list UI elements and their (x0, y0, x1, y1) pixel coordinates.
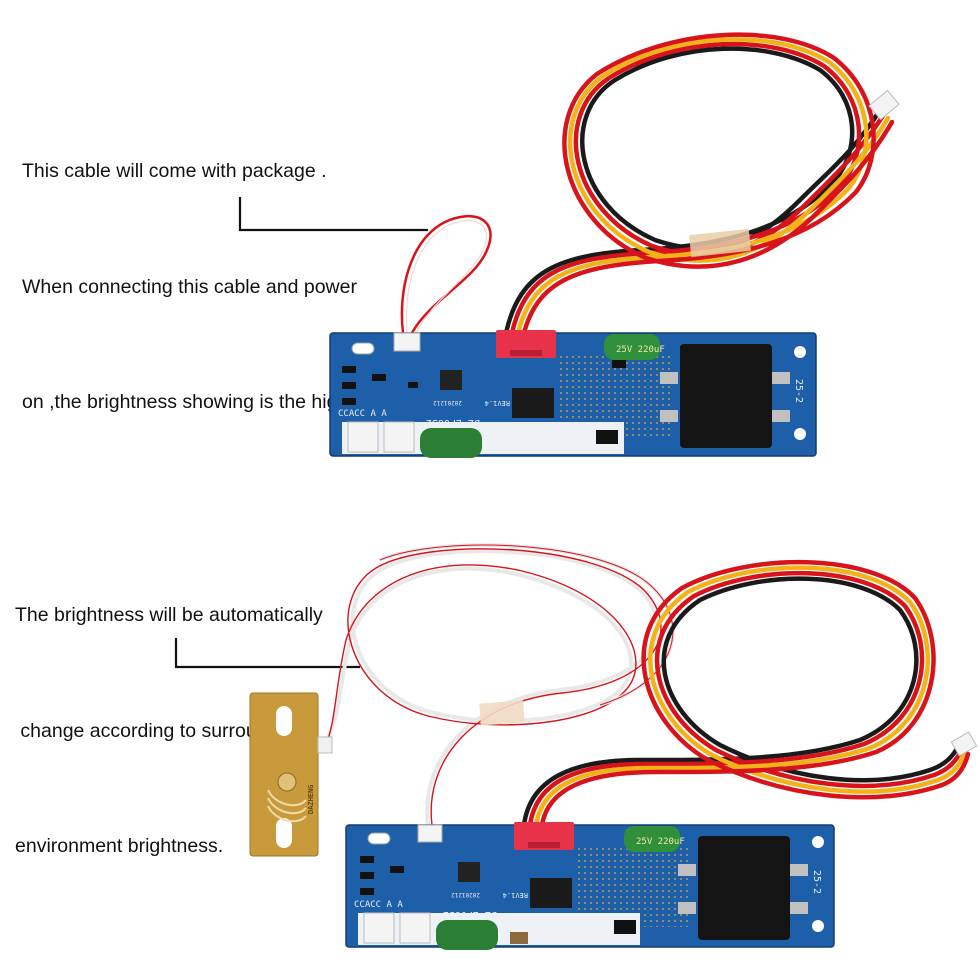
transformer-top (680, 344, 772, 448)
pad-labels-top: CCACC A A (338, 409, 387, 419)
wire-harness-top (503, 32, 900, 336)
leader-line-top (238, 197, 428, 232)
sensor-label: DAZHENG (307, 784, 315, 814)
light-sensor-board: DAZHENG (249, 692, 333, 857)
date-code-top: 20201212 (433, 399, 462, 406)
capacitor-bottom: 25V 220uF (624, 826, 685, 852)
cap-rating-top: 25V 220uF (616, 345, 665, 355)
caption-bottom-line-3: environment brightness. (15, 835, 224, 857)
pad-labels-bottom: CCACC A A (354, 900, 403, 910)
sensor-cable (318, 543, 675, 826)
revision-label-bottom: REV1.4 (503, 891, 528, 899)
revision-label-top: REV1.4 (485, 399, 510, 407)
leader-line-bottom (174, 638, 360, 669)
date-code-bottom: 20201212 (451, 891, 480, 898)
transformer-bottom (698, 836, 790, 940)
wire-harness-bottom (521, 559, 978, 828)
caption-bottom-line-1: The brightness will be automatically (15, 604, 323, 626)
caption-top-line-1: This cable will come with package . (22, 160, 327, 182)
side-label-bottom: 25-2 (811, 870, 822, 894)
model-label-bottom: DZ-LP0632 (443, 909, 497, 920)
caption-top-line-2: When connecting this cable and power (22, 275, 357, 298)
inverter-board-top: 25V 220uF CCACC A A DZ-LP0632 REV1.4 202… (329, 32, 900, 458)
loop-cable-top (400, 214, 492, 334)
model-label-top: DZ-LP0632 (426, 417, 480, 428)
capacitor-top: 25V 220uF (604, 334, 665, 360)
inverter-board-bottom: DAZHENG 25V 220uF (249, 543, 978, 950)
side-label-top: 25-2 (793, 379, 804, 403)
cap-rating-bottom: 25V 220uF (636, 837, 685, 847)
